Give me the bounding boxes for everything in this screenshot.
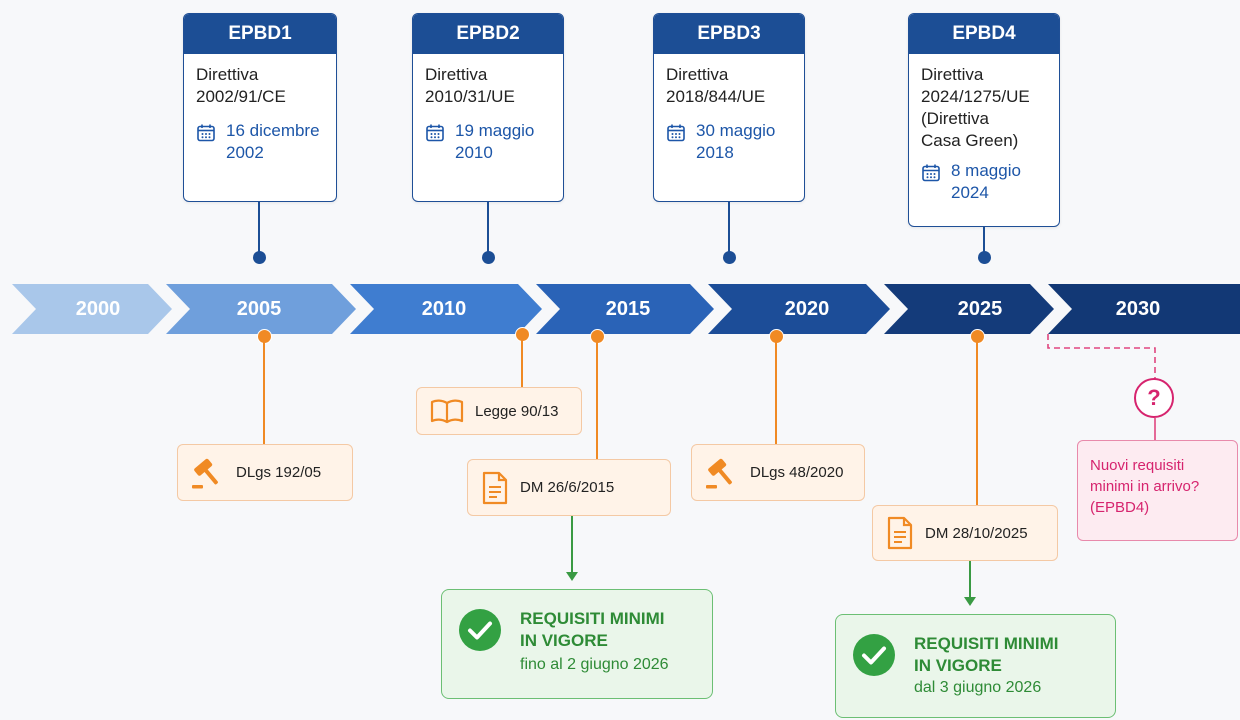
segment-2005 [166, 284, 356, 334]
requirements-title: REQUISITI MINIMI IN VIGORE [914, 634, 1059, 675]
law-box-dlgs-48-2020: DLgs 48/2020 [691, 444, 865, 501]
epbd3-card: EPBD3 Direttiva 2018/844/UE 30 maggio 20… [653, 13, 805, 202]
law-box-legge-90-13: Legge 90/13 [416, 387, 582, 435]
check-circle-icon [853, 634, 895, 676]
epbd-directive: Direttiva 2018/844/UE [666, 65, 766, 106]
requirements-box-2: REQUISITI MINIMI IN VIGORE dal 3 giugno … [835, 614, 1116, 718]
epbd1-stem [258, 202, 260, 254]
epbd-date-text: 8 maggio 2024 [951, 161, 1021, 202]
epbd-title: EPBD1 [184, 14, 336, 54]
segment-2000 [12, 284, 172, 334]
epbd-date: 8 maggio 2024 [921, 160, 1047, 204]
epbd-date-text: 19 maggio 2010 [455, 121, 535, 162]
epbd-date: 19 maggio 2010 [425, 120, 551, 164]
calendar-icon [667, 124, 685, 142]
epbd1-card: EPBD1 Direttiva 2002/91/CE 16 dicembre 2… [183, 13, 337, 202]
epbd-date: 16 dicembre 2002 [196, 120, 324, 164]
law-label: DLgs 48/2020 [750, 464, 844, 481]
epbd3-dot [723, 251, 736, 264]
year-label-2030: 2030 [1115, 298, 1161, 320]
epbd-directive: Direttiva 2010/31/UE [425, 65, 515, 106]
epbd-date: 30 maggio 2018 [666, 120, 792, 164]
check-circle-icon [459, 609, 501, 651]
epbd-date-text: 30 maggio 2018 [696, 121, 776, 162]
book-icon [430, 399, 464, 424]
year-label-2005: 2005 [236, 298, 282, 320]
law-box-dm-26-6-2015: DM 26/6/2015 [467, 459, 671, 516]
document-icon [482, 471, 508, 504]
year-label-2000: 2000 [75, 298, 121, 320]
calendar-icon [197, 124, 215, 142]
future-dashed-connector [1047, 334, 1156, 380]
law1-stem [263, 340, 265, 444]
law2-stem [521, 338, 523, 387]
epbd-directive: Direttiva 2002/91/CE [196, 65, 286, 106]
epbd-title: EPBD4 [909, 14, 1059, 54]
law3-stem [596, 340, 598, 459]
epbd-directive: Direttiva 2024/1275/UE (Direttiva Casa G… [921, 65, 1030, 150]
document-icon [887, 516, 913, 550]
epbd4-dot [978, 251, 991, 264]
epbd1-dot [253, 251, 266, 264]
segment-2025 [884, 284, 1054, 334]
law-box-dm-28-10-2025: DM 28/10/2025 [872, 505, 1058, 561]
gavel-icon [706, 458, 732, 488]
segment-2030 [1048, 284, 1240, 334]
epbd-title: EPBD3 [654, 14, 804, 54]
epbd2-card: EPBD2 Direttiva 2010/31/UE 19 maggio 201… [412, 13, 564, 202]
calendar-icon [426, 124, 444, 142]
year-label-2015: 2015 [605, 298, 651, 320]
law-label: DLgs 192/05 [236, 464, 322, 481]
epbd-date-text: 16 dicembre 2002 [226, 121, 320, 162]
law-label: DM 28/10/2025 [925, 524, 1028, 542]
segment-2015 [536, 284, 714, 334]
law5-stem [976, 340, 978, 505]
epbd3-stem [728, 202, 730, 254]
gavel-icon [192, 458, 218, 488]
epbd4-card: EPBD4 Direttiva 2024/1275/UE (Direttiva … [908, 13, 1060, 227]
requirements-subtitle: dal 3 giugno 2026 [914, 679, 1042, 696]
requirements-box-1: REQUISITI MINIMI IN VIGORE fino al 2 giu… [441, 589, 713, 699]
year-label-2025: 2025 [957, 298, 1003, 320]
year-label-2010: 2010 [421, 298, 467, 320]
requirements-subtitle: fino al 2 giugno 2026 [520, 656, 669, 673]
epbd4-stem [983, 227, 985, 254]
future-requirements-box: Nuovi requisiti minimi in arrivo? (EPBD4… [1077, 440, 1238, 541]
segment-2020 [708, 284, 890, 334]
law-box-dlgs-192-05: DLgs 192/05 [177, 444, 353, 501]
law-label: DM 26/6/2015 [520, 479, 615, 496]
epbd2-stem [487, 202, 489, 254]
year-label-2020: 2020 [784, 298, 830, 320]
requirements-title: REQUISITI MINIMI IN VIGORE [520, 609, 665, 650]
arrow-head-2 [964, 597, 976, 606]
question-icon: ? [1134, 378, 1174, 418]
law4-stem [775, 340, 777, 444]
law-label: Legge 90/13 [475, 402, 559, 420]
arrow-head-1 [566, 572, 578, 581]
epbd2-dot [482, 251, 495, 264]
question-mark: ? [1147, 385, 1161, 410]
segment-2010 [350, 284, 542, 334]
calendar-icon [922, 164, 940, 182]
epbd-title: EPBD2 [413, 14, 563, 54]
